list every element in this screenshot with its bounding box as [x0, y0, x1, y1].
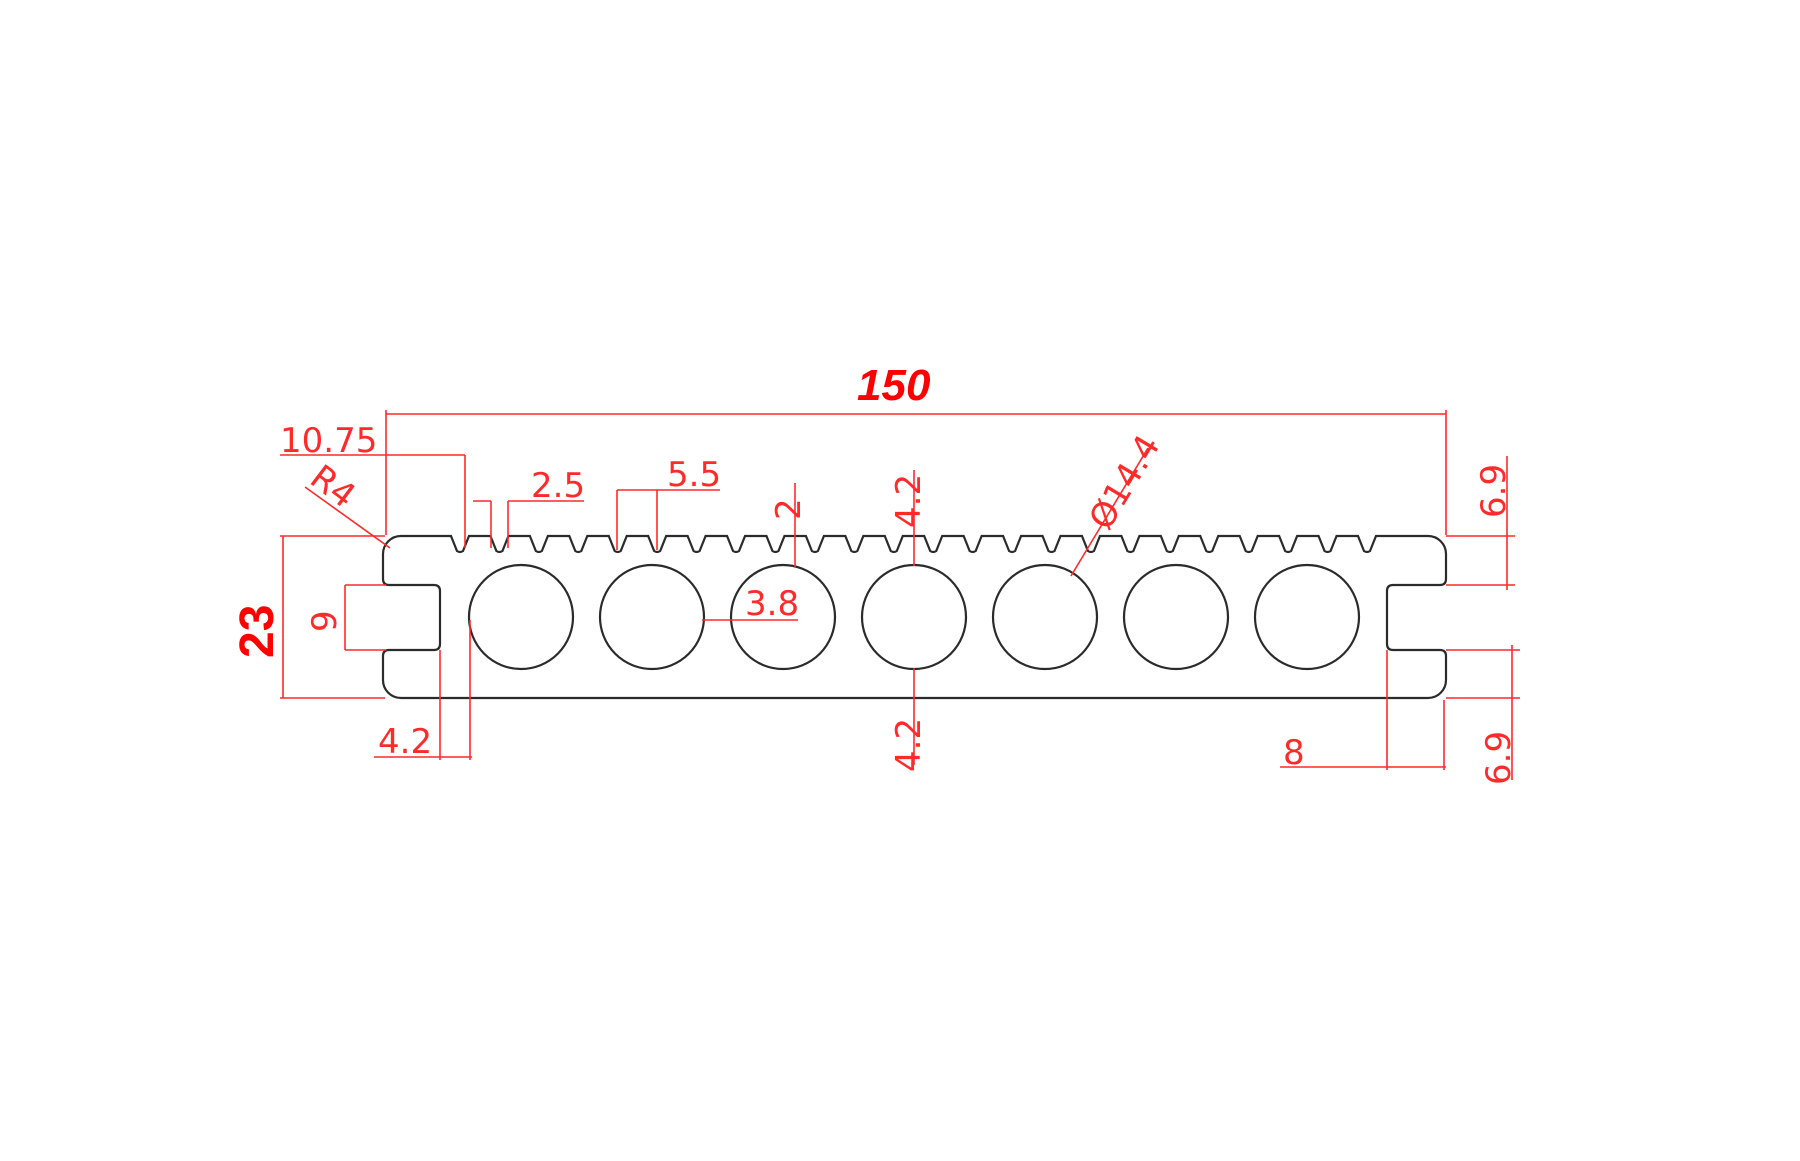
label-overall-thickness: 23	[231, 605, 284, 658]
hole-circle	[598, 563, 706, 671]
label-bottom-left-offset: 4.2	[378, 722, 432, 762]
label-top-wall: 4.2	[889, 474, 929, 528]
label-groove-width: 2.5	[531, 466, 585, 506]
label-left-edge-offset: 10.75	[280, 421, 377, 461]
label-right-bottom-lip: 6.9	[1479, 731, 1519, 785]
dimension-lines	[280, 410, 1520, 780]
hole-circle	[1122, 563, 1230, 671]
label-groove-depth: 2	[769, 498, 809, 520]
board-profile	[381, 534, 1448, 700]
label-bottom-wall: 4.2	[889, 718, 929, 772]
label-right-slot-depth: 8	[1283, 733, 1305, 773]
label-hole-diameter: Ø14.4	[1081, 428, 1168, 536]
hole-circle	[860, 563, 968, 671]
label-corner-radius: R4	[303, 457, 363, 516]
label-overall-width: 150	[857, 361, 931, 410]
hollow-holes	[467, 563, 1361, 671]
profile-outline	[381, 534, 1448, 700]
label-hole-spacing: 3.8	[745, 584, 799, 624]
hole-circle	[991, 563, 1099, 671]
label-groove-pitch: 5.5	[667, 455, 721, 495]
hole-circle	[729, 563, 837, 671]
hole-circle	[1253, 563, 1361, 671]
dimension-labels: 150 10.75 R4 2.5 5.5 2 4.2 Ø14.4 3.8 23 …	[231, 361, 1519, 785]
label-slot-height: 9	[305, 610, 345, 632]
label-right-top-lip: 6.9	[1474, 464, 1514, 518]
hole-circle	[467, 563, 575, 671]
